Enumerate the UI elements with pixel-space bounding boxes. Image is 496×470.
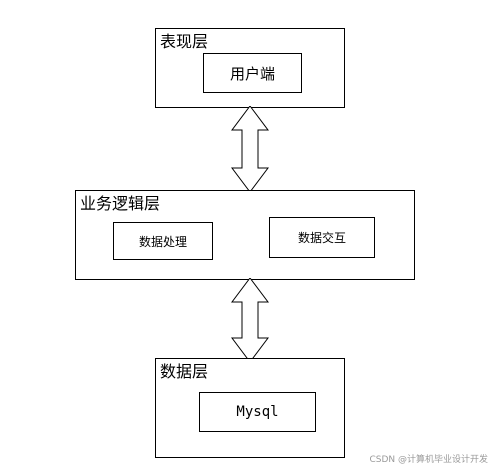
csdn-watermark: CSDN @计算机毕业设计开发	[369, 455, 488, 465]
client-box: 用户端	[203, 53, 302, 93]
data-interaction-box: 数据交互	[269, 217, 375, 258]
data-layer-title: 数据层	[160, 362, 209, 381]
bidirectional-arrow-top	[231, 106, 269, 192]
bidirectional-arrow-bottom	[231, 278, 269, 362]
presentation-layer-title: 表现层	[160, 32, 209, 51]
mysql-box-label: Mysql	[236, 404, 279, 420]
data-layer: 数据层 Mysql	[155, 358, 345, 458]
data-processing-box: 数据处理	[113, 222, 213, 260]
data-interaction-label: 数据交互	[297, 231, 346, 245]
data-processing-label: 数据处理	[138, 234, 187, 249]
mysql-box: Mysql	[199, 392, 316, 432]
business-logic-layer: 业务逻辑层 数据处理 数据交互	[75, 190, 415, 280]
client-box-label: 用户端	[229, 64, 275, 83]
presentation-layer: 表现层 用户端	[155, 28, 345, 108]
business-logic-layer-title: 业务逻辑层	[80, 194, 161, 213]
